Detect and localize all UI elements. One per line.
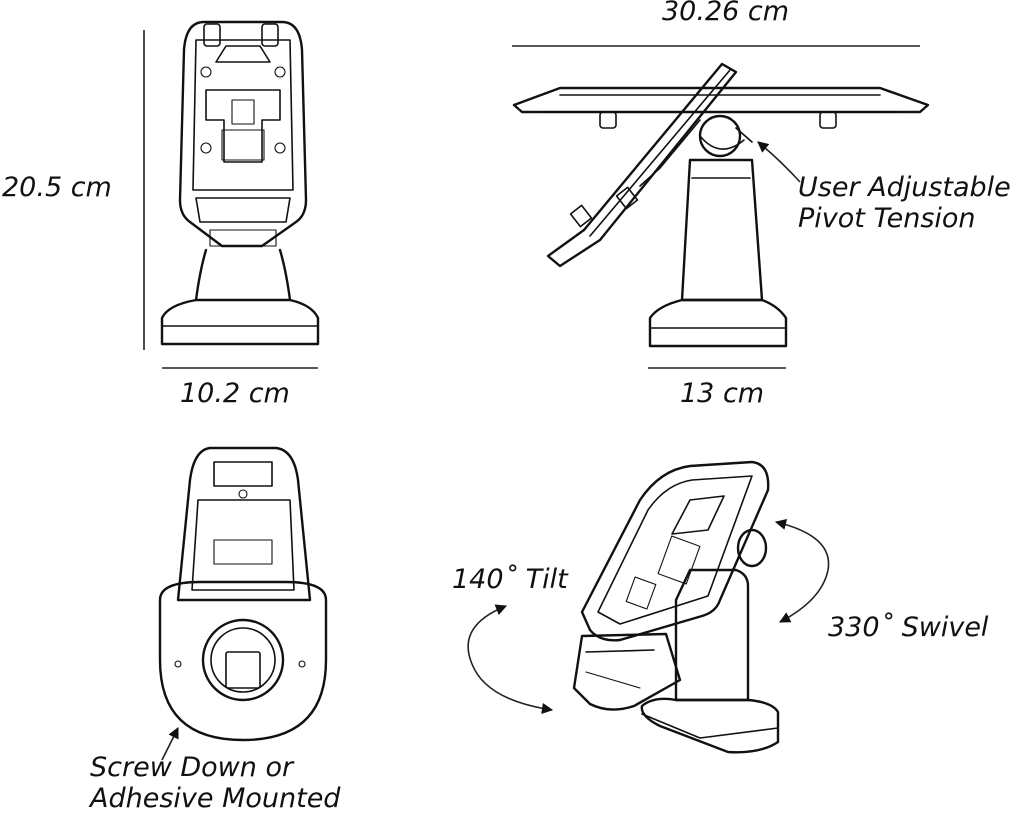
- swivel-label: 330˚ Swivel: [828, 612, 989, 643]
- front-width-label: 10.2 cm: [180, 378, 290, 409]
- tilt-label: 140˚ Tilt: [452, 564, 568, 595]
- swivel-arrow: [774, 518, 830, 623]
- pivot-tension-line2: Pivot Tension: [798, 203, 976, 235]
- height-label: 20.5 cm: [2, 172, 112, 203]
- front-view-stand: [160, 20, 320, 346]
- side-view-stand: [512, 62, 930, 348]
- pivot-tension-label: User Adjustable Pivot Tension: [798, 172, 1011, 234]
- mount-line1: Screw Down or: [90, 752, 294, 783]
- mount-arrow: [161, 726, 179, 761]
- bottom-view-stand: [158, 446, 328, 742]
- base-width-label: 13 cm: [680, 378, 765, 409]
- mount-label: Screw Down or Adhesive Mounted: [90, 752, 340, 814]
- tilt-arrow: [467, 604, 554, 715]
- top-width-label: 30.26 cm: [662, 0, 790, 27]
- mount-line2: Adhesive Mounted: [90, 783, 341, 815]
- pivot-tension-arrow: [757, 141, 801, 183]
- perspective-view-stand: [572, 460, 780, 754]
- pivot-tension-line1: User Adjustable: [798, 172, 1011, 203]
